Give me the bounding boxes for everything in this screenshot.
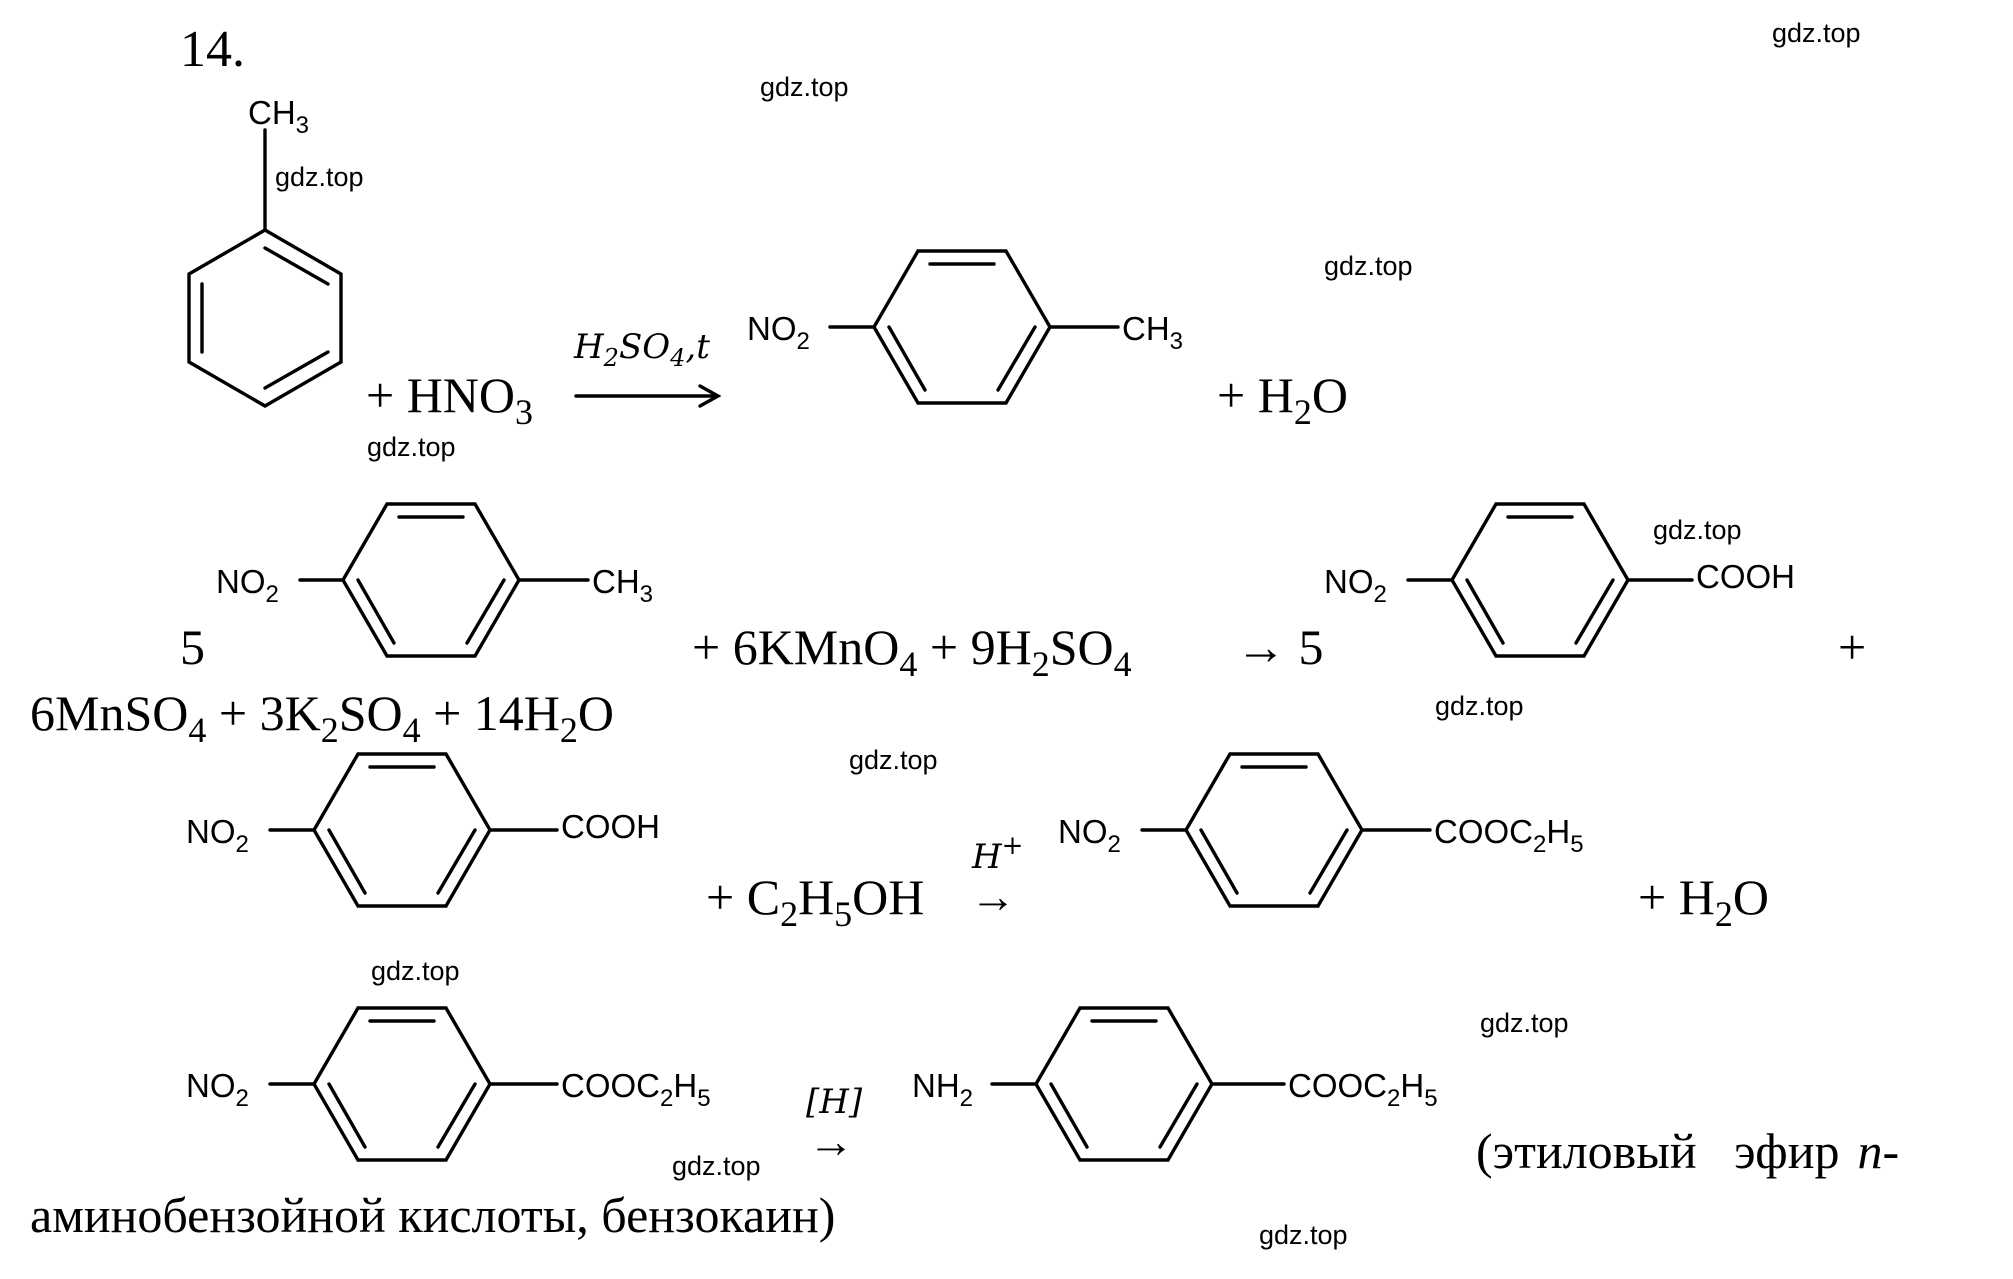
watermark: gdz.top — [367, 432, 456, 462]
toluene-structure: CH3 — [187, 94, 343, 408]
ethyl-p-nitrobenzoate-structure: NO2 COOC2H5 — [1058, 752, 1584, 908]
p-nitrotoluene-structure: NO2 CH3 — [216, 502, 653, 658]
no2-label: NO2 — [186, 1067, 249, 1112]
cooc2h5-label: COOC2H5 — [1288, 1067, 1438, 1112]
watermark: gdz.top — [1435, 691, 1524, 721]
plus-water-3: + H2O — [1638, 869, 1769, 934]
watermark: gdz.top — [1653, 515, 1742, 545]
watermark: gdz.top — [1772, 18, 1861, 48]
plus-water-1: + H2O — [1217, 367, 1348, 432]
no2-label: NO2 — [747, 310, 810, 355]
ch3-label: CH3 — [592, 563, 653, 608]
arrow: → — [808, 1116, 854, 1167]
no2-label: NO2 — [1324, 563, 1387, 608]
watermark: gdz.top — [760, 72, 849, 102]
ethyl-p-nitrobenzoate-structure: NO2 COOC2H5 — [186, 1006, 711, 1162]
benzocaine-structure: NH2 COOC2H5 — [912, 1006, 1438, 1162]
p-nitrotoluene-structure: NO2 CH3 — [747, 249, 1183, 405]
cooh-label: COOH — [561, 808, 660, 845]
problem-number: 14. — [180, 21, 245, 78]
no2-label: NO2 — [1058, 813, 1121, 858]
plus-ethanol: + C2H5OH — [706, 869, 924, 934]
watermark: gdz.top — [1324, 251, 1413, 281]
plus-sign: + — [1838, 619, 1866, 675]
watermark: gdz.top — [371, 956, 460, 986]
cooh-label: COOH — [1696, 558, 1795, 595]
watermark: gdz.top — [1259, 1220, 1348, 1250]
watermark: gdz.top — [275, 162, 364, 192]
benzocaine-note-line2: аминобензойной кислоты, бензокаин) — [30, 1187, 835, 1243]
arrow: → — [970, 871, 1016, 922]
cooc2h5-label: COOC2H5 — [1434, 813, 1584, 858]
reducer-h: [H] — [806, 1082, 863, 1122]
plus-hno3: + HNO3 — [366, 367, 533, 432]
watermark: gdz.top — [672, 1151, 761, 1181]
reaction-arrow-3: H+ → — [970, 831, 1023, 922]
watermark: gdz.top — [1480, 1008, 1569, 1038]
reaction-arrow-4: [H] → — [806, 1082, 863, 1167]
coefficient-5: 5 — [180, 619, 205, 675]
watermarks: gdz.top gdz.top gdz.top gdz.top gdz.top … — [275, 18, 1861, 1250]
cooc2h5-label: COOC2H5 — [561, 1067, 711, 1112]
nh2-label: NH2 — [912, 1067, 973, 1112]
arrow-coefficient-5: → 5 — [1236, 619, 1324, 675]
no2-label: NO2 — [186, 813, 249, 858]
p-nitrobenzoic-acid-structure: NO2 COOH — [1324, 502, 1795, 658]
catalyst-h-plus: H+ — [971, 831, 1023, 877]
reaction-arrow-1: H2SO4,t — [573, 327, 722, 408]
ch3-label: CH3 — [248, 94, 309, 139]
no2-label: NO2 — [216, 563, 279, 608]
products-line-2: 6MnSO4 + 3K2SO4 + 14H2O — [30, 685, 614, 750]
p-nitrobenzoic-acid-structure: NO2 COOH — [186, 752, 660, 908]
watermark: gdz.top — [849, 745, 938, 775]
conditions-h2so4-t: H2SO4,t — [573, 327, 710, 372]
reagents-kmno4-h2so4: + 6KMnO4 + 9H2SO4 — [692, 619, 1132, 684]
ch3-label: CH3 — [1122, 310, 1183, 355]
